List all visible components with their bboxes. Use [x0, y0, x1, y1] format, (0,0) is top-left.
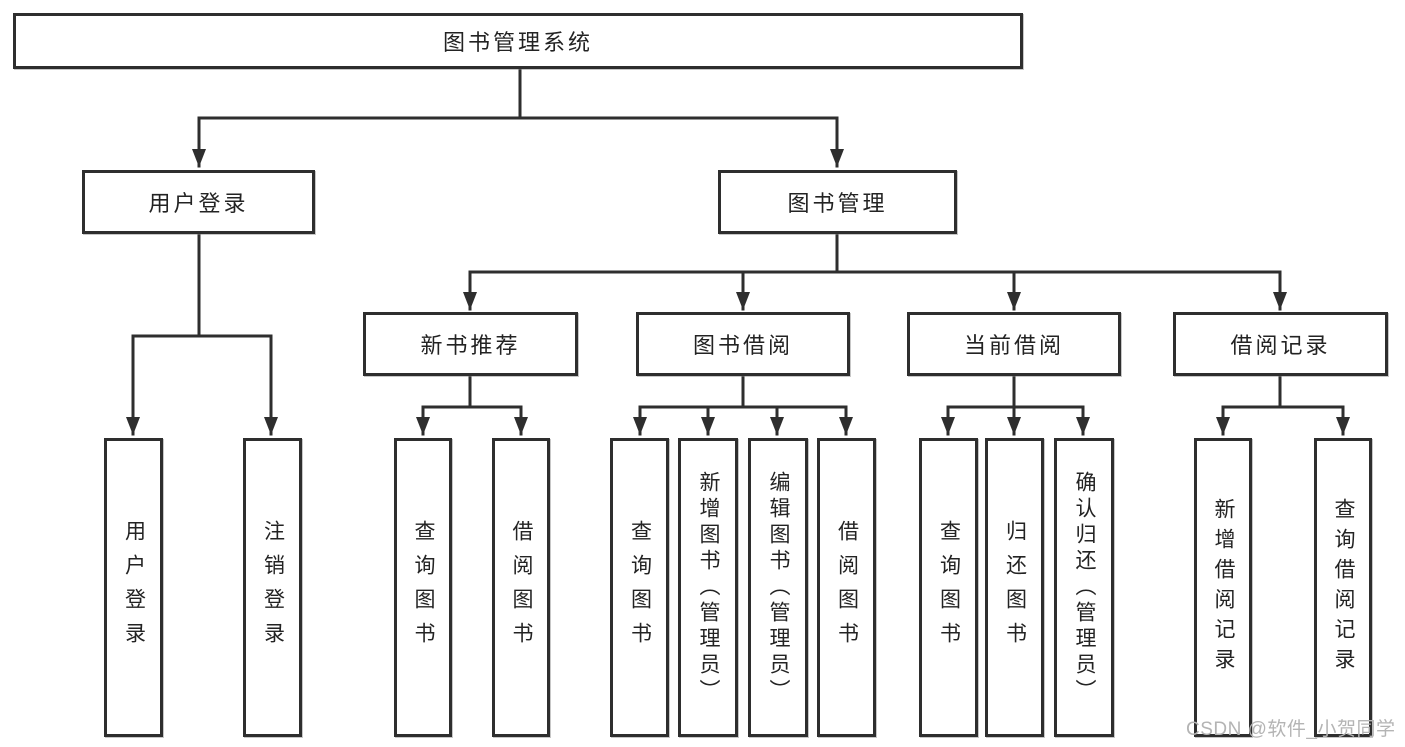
leaf-borrow-add-books-admin: 新增图书（管理员） [678, 438, 738, 737]
leaf-current-return-books-label: 归还图书 [1003, 519, 1027, 656]
node-book-management-label: 图书管理 [787, 191, 888, 216]
leaf-user-login: 用户登录 [104, 438, 163, 737]
leaf-logout: 注销登录 [243, 438, 302, 737]
leaf-user-login-label: 用户登录 [122, 519, 146, 656]
leaf-records-query-record-label: 查询借阅记录 [1332, 497, 1355, 678]
leaf-current-confirm-return-admin: 确认归还（管理员） [1054, 438, 1114, 737]
node-root-label: 图书管理系统 [442, 30, 593, 55]
leaf-borrow-borrow-books-label: 借阅图书 [835, 519, 859, 656]
node-current-borrow: 当前借阅 [907, 312, 1121, 376]
leaf-records-query-record: 查询借阅记录 [1314, 438, 1372, 737]
node-current-borrow-label: 当前借阅 [963, 333, 1064, 358]
leaf-records-add-record: 新增借阅记录 [1194, 438, 1252, 737]
edge-userlogin-trunk [131, 232, 273, 338]
leaf-current-return-books: 归还图书 [985, 438, 1044, 737]
node-new-book-recommend-label: 新书推荐 [420, 333, 521, 358]
edge-borrow-trunk [638, 374, 848, 409]
edge-root-trunk [197, 67, 839, 120]
edge-records-trunk [1221, 374, 1345, 409]
leaf-current-query-books-label: 查询图书 [937, 519, 961, 656]
edge-bookmgmt-trunk [468, 232, 1282, 274]
node-book-borrow: 图书借阅 [636, 312, 850, 376]
leaf-newbook-query-books-label: 查询图书 [412, 519, 435, 656]
node-new-book-recommend: 新书推荐 [363, 312, 578, 376]
node-book-management: 图书管理 [718, 170, 957, 234]
leaf-current-query-books: 查询图书 [919, 438, 978, 737]
leaf-newbook-borrow-books-label: 借阅图书 [510, 519, 533, 656]
node-book-borrow-label: 图书借阅 [692, 333, 793, 358]
leaf-borrow-edit-books-admin: 编辑图书（管理员） [748, 438, 808, 737]
node-borrow-records: 借阅记录 [1173, 312, 1388, 376]
leaf-newbook-query-books: 查询图书 [394, 438, 452, 737]
leaf-borrow-borrow-books: 借阅图书 [817, 438, 876, 737]
leaf-logout-label: 注销登录 [261, 519, 285, 656]
leaf-borrow-query-books-label: 查询图书 [628, 519, 652, 656]
edge-newbook-trunk [421, 374, 523, 409]
node-root: 图书管理系统 [13, 13, 1023, 69]
leaf-current-confirm-return-admin-label: 确认归还（管理员） [1073, 470, 1096, 705]
leaf-newbook-borrow-books: 借阅图书 [492, 438, 550, 737]
watermark: CSDN @软件_小贺同学 [1186, 719, 1396, 740]
leaf-records-add-record-label: 新增借阅记录 [1212, 497, 1235, 678]
node-user-login: 用户登录 [82, 170, 315, 234]
leaf-borrow-add-books-admin-label: 新增图书（管理员） [697, 470, 720, 705]
node-borrow-records-label: 借阅记录 [1230, 333, 1331, 358]
leaf-borrow-query-books: 查询图书 [610, 438, 669, 737]
node-user-login-label: 用户登录 [148, 191, 249, 216]
edge-current-trunk [946, 374, 1085, 409]
leaf-borrow-edit-books-admin-label: 编辑图书（管理员） [767, 470, 790, 705]
